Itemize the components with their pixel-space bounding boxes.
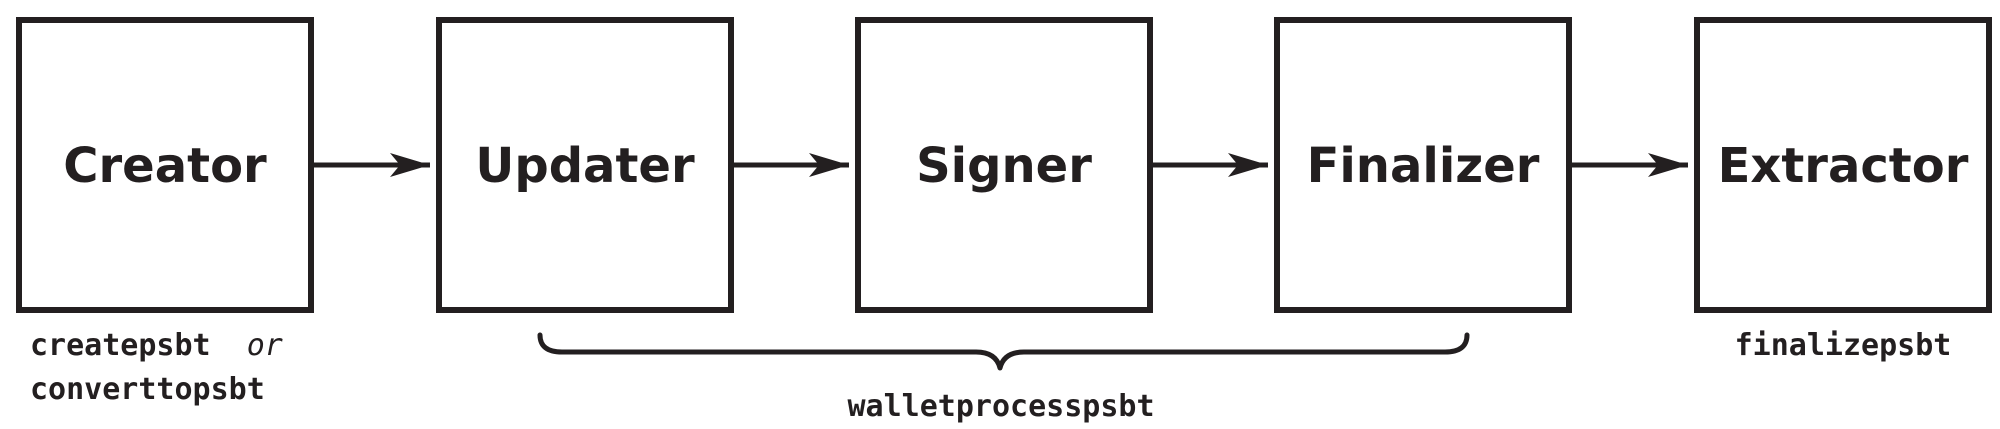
finalizer-label: Finalizer (1307, 138, 1540, 194)
creator-label: Creator (63, 138, 267, 194)
creator-command-line1: createpsbt or (30, 328, 283, 363)
finalizepsbt-label: finalizepsbt (1735, 328, 1952, 363)
creator-command-line2: converttopsbt (30, 372, 265, 407)
extractor-label: Extractor (1718, 138, 1969, 194)
curly-brace (537, 332, 1470, 371)
updater-box (436, 17, 734, 313)
walletprocesspsbt-label: walletprocesspsbt (847, 389, 1154, 424)
extractor-box (1694, 17, 1992, 313)
signer-box (855, 17, 1153, 313)
creator-box (16, 17, 314, 313)
createpsbt-text: createpsbt (30, 328, 211, 363)
updater-label: Updater (475, 138, 695, 194)
or-text: or (247, 328, 283, 363)
finalizer-box (1274, 17, 1572, 313)
signer-label: Signer (916, 138, 1092, 194)
